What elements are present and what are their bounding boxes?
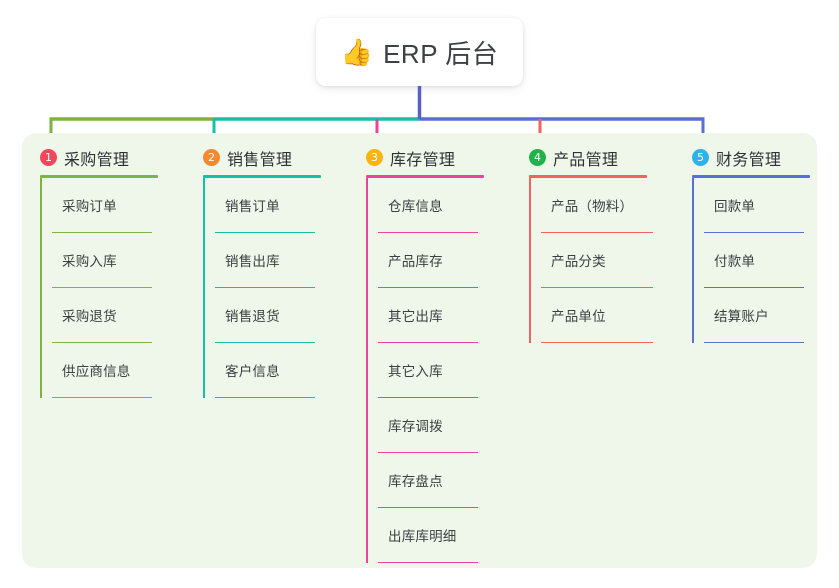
list-item[interactable]: 其它入库 <box>378 343 478 398</box>
list-item-label: 回款单 <box>714 199 756 214</box>
branch-header-underline <box>203 175 321 178</box>
branch-header-采购管理[interactable]: 1 采购管理 <box>40 133 185 173</box>
list-item-label: 产品分类 <box>551 254 606 269</box>
branch-header-underline <box>529 175 647 178</box>
list-item-label: 结算账户 <box>714 309 769 324</box>
list-item[interactable]: 产品分类 <box>541 233 653 288</box>
list-item-label: 采购入库 <box>62 254 117 269</box>
branch-header-财务管理[interactable]: 5 财务管理 <box>692 133 837 173</box>
branch-header-销售管理[interactable]: 2 销售管理 <box>203 133 348 173</box>
list-item-label: 付款单 <box>714 254 756 269</box>
list-item[interactable]: 产品库存 <box>378 233 478 288</box>
branch-columns: 1 采购管理采购订单采购入库采购退货供应商信息 2 销售管理销售订单销售出库销售退货客… <box>22 133 817 568</box>
branch-item-list: 仓库信息产品库存其它出库其它入库库存调拨库存盘点出库库明细 <box>366 178 486 563</box>
branch-number-badge: 5 <box>692 149 709 166</box>
branch-title: 财务管理 <box>716 151 782 169</box>
list-item[interactable]: 采购订单 <box>52 178 152 233</box>
branch-column-产品管理: 4 产品管理产品（物料） 产品分类产品单位 <box>511 133 674 568</box>
list-item[interactable]: 销售退货 <box>215 288 315 343</box>
branch-title: 采购管理 <box>64 151 130 169</box>
branch-title: 销售管理 <box>227 151 293 169</box>
branch-header-库存管理[interactable]: 3 库存管理 <box>366 133 511 173</box>
list-item-label: 仓库信息 <box>388 199 443 214</box>
list-item-label: 库存盘点 <box>388 474 443 489</box>
list-item[interactable]: 采购退货 <box>52 288 152 343</box>
list-item-label: 客户信息 <box>225 364 280 379</box>
branch-title: 库存管理 <box>390 151 456 169</box>
list-item[interactable]: 结算账户 <box>704 288 804 343</box>
branch-column-销售管理: 2 销售管理销售订单销售出库销售退货客户信息 <box>185 133 348 568</box>
diagram-panel <box>22 133 817 568</box>
branch-item-list: 销售订单销售出库销售退货客户信息 <box>203 178 323 398</box>
list-item[interactable]: 库存调拨 <box>378 398 478 453</box>
list-item-label: 销售退货 <box>225 309 280 324</box>
thumbs-up-icon: 👍 <box>340 37 374 67</box>
list-item-label: 库存调拨 <box>388 419 443 434</box>
branch-number-badge: 2 <box>203 149 220 166</box>
list-item[interactable]: 产品单位 <box>541 288 653 343</box>
branch-header-underline <box>366 175 484 178</box>
list-item-label: 出库库明细 <box>388 529 457 544</box>
branch-number-badge: 3 <box>366 149 383 166</box>
branch-title: 产品管理 <box>553 151 619 169</box>
list-item-label: 其它入库 <box>388 364 443 379</box>
list-item-label: 销售出库 <box>225 254 280 269</box>
list-item-label: 供应商信息 <box>62 364 131 379</box>
list-item-label: 采购退货 <box>62 309 117 324</box>
list-item-label: 产品（物料） <box>551 199 634 214</box>
branch-header-underline <box>40 175 158 178</box>
list-item[interactable]: 回款单 <box>704 178 804 233</box>
branch-number-badge: 4 <box>529 149 546 166</box>
list-item[interactable]: 供应商信息 <box>52 343 152 398</box>
branch-column-采购管理: 1 采购管理采购订单采购入库采购退货供应商信息 <box>22 133 185 568</box>
list-item[interactable]: 采购入库 <box>52 233 152 288</box>
root-node-title: ERP 后台 <box>383 38 499 69</box>
list-item[interactable]: 出库库明细 <box>378 508 478 563</box>
branch-column-库存管理: 3 库存管理仓库信息产品库存其它出库其它入库库存调拨库存盘点出库库明细 <box>348 133 511 568</box>
list-item[interactable]: 其它出库 <box>378 288 478 343</box>
list-item[interactable]: 销售出库 <box>215 233 315 288</box>
list-item-label: 产品库存 <box>388 254 443 269</box>
list-item[interactable]: 库存盘点 <box>378 453 478 508</box>
list-item[interactable]: 仓库信息 <box>378 178 478 233</box>
list-item-label: 销售订单 <box>225 199 280 214</box>
list-item[interactable]: 销售订单 <box>215 178 315 233</box>
branch-header-underline <box>692 175 810 178</box>
branch-column-财务管理: 5 财务管理回款单付款单结算账户 <box>674 133 837 568</box>
list-item-label: 采购订单 <box>62 199 117 214</box>
branch-item-list: 产品（物料） 产品分类产品单位 <box>529 178 661 343</box>
list-item[interactable]: 产品（物料） <box>541 178 653 233</box>
list-item-label: 其它出库 <box>388 309 443 324</box>
root-node-card[interactable]: 👍 ERP 后台 <box>316 18 523 86</box>
branch-number-badge: 1 <box>40 149 57 166</box>
list-item[interactable]: 付款单 <box>704 233 804 288</box>
list-item[interactable]: 客户信息 <box>215 343 315 398</box>
branch-item-list: 回款单付款单结算账户 <box>692 178 812 343</box>
branch-header-产品管理[interactable]: 4 产品管理 <box>529 133 674 173</box>
branch-item-list: 采购订单采购入库采购退货供应商信息 <box>40 178 160 398</box>
list-item-label: 产品单位 <box>551 309 606 324</box>
